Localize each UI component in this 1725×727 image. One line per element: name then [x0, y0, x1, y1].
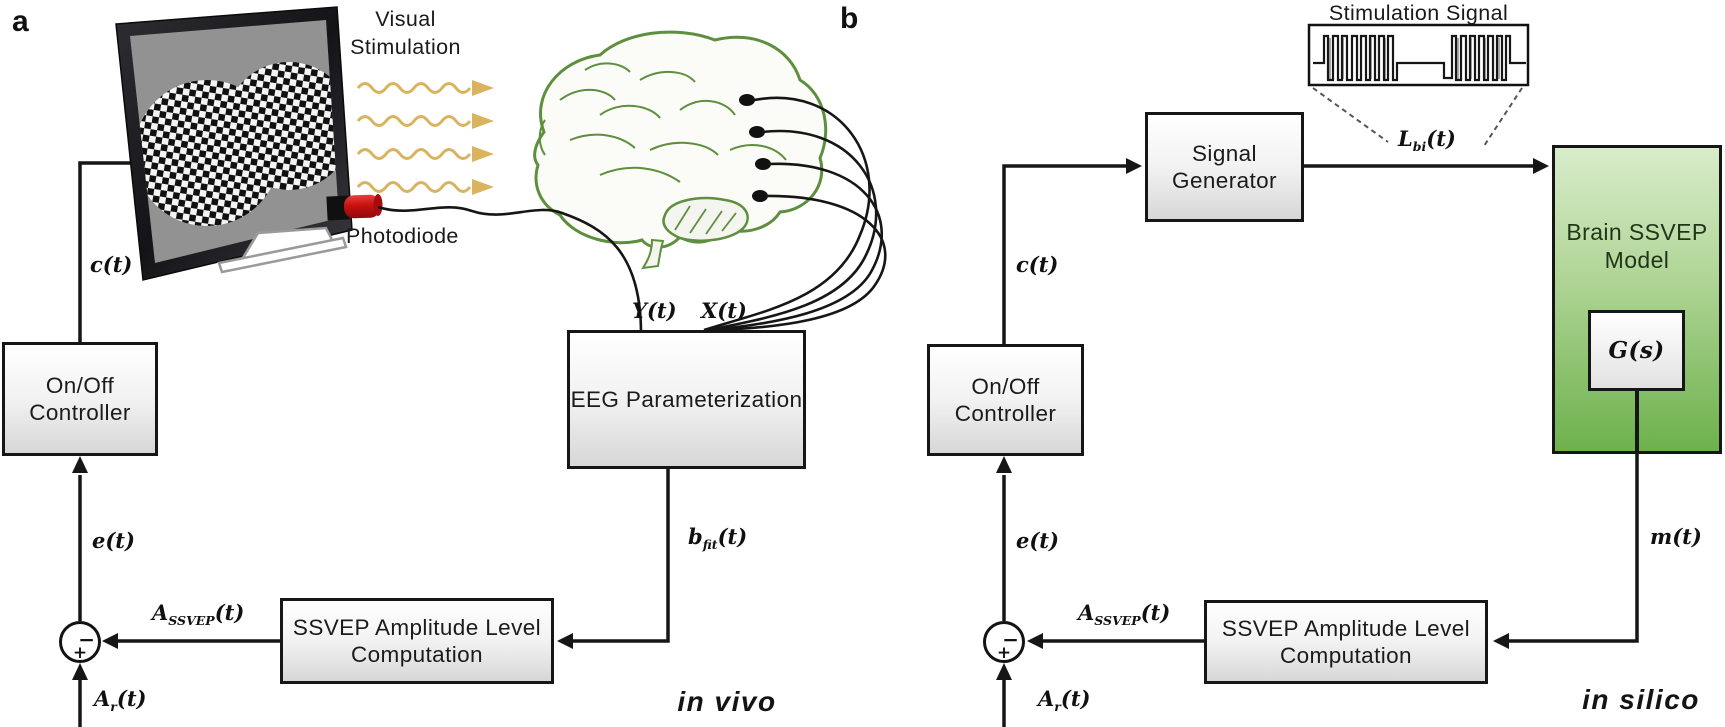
caption-in-silico: in silico [1582, 684, 1700, 715]
summation-junction-b: − + [983, 621, 1025, 663]
ar-args-b: (t) [1060, 686, 1091, 711]
wavy-arrow-group [356, 82, 472, 193]
stimulation-signal-title: Stimulation Signal [1328, 1, 1509, 25]
signal-lbi: Lbi(t) [1398, 126, 1456, 154]
signal-generator-label: Signal Generator [1172, 140, 1277, 193]
transfer-function-label: G(s) [1608, 337, 1665, 364]
plus-sign-b: + [996, 643, 1012, 663]
signal-assvep-b: ASSVEP(t) [1078, 600, 1170, 628]
brain-ssvep-model-box: Brain SSVEP Model G(s) [1552, 145, 1722, 454]
stimulation-waveform [1313, 34, 1526, 82]
ar-sub-a: r [110, 699, 117, 715]
signal-m: m(t) [1650, 524, 1702, 549]
plus-sign-a: + [72, 643, 88, 663]
signal-e-b: e(t) [1016, 528, 1059, 553]
ar-base-a: A [94, 686, 111, 711]
assvep-args-b: (t) [1140, 600, 1171, 625]
assvep-args-a: (t) [214, 600, 245, 625]
brain-illustration [377, 30, 887, 332]
signal-x: X(t) [701, 298, 747, 323]
assvep-base-a: A [152, 600, 169, 625]
electrode-wires [377, 96, 887, 332]
photodiode-icon [326, 194, 383, 221]
signal-y: Y(t) [632, 298, 677, 323]
transfer-function-box: G(s) [1588, 310, 1685, 391]
assvep-sub-a: SSVEP [168, 613, 215, 629]
bfit-arrow-a [571, 469, 670, 643]
onoff-controller-label-b: On/Off Controller [954, 373, 1057, 426]
summation-junction-a: − + [59, 621, 101, 663]
bfit-args: (t) [717, 524, 748, 549]
signal-assvep-a: ASSVEP(t) [152, 600, 244, 628]
panel-b-label: b [840, 2, 859, 35]
minus-sign-b: − [1002, 627, 1019, 652]
panel-a-label: a [12, 5, 29, 38]
cerebellum [662, 196, 749, 242]
eeg-parameterization-label: EEG Parameterization [570, 386, 803, 412]
eeg-parameterization-box: EEG Parameterization [567, 330, 806, 469]
caption-in-vivo: in vivo [677, 686, 777, 717]
electrodes [739, 94, 771, 202]
signal-bfit: bfit(t) [688, 524, 747, 552]
assvep-sub-b: SSVEP [1094, 613, 1141, 629]
wavy-arrowheads [472, 80, 494, 195]
checkerboard-stimulus [134, 62, 339, 226]
bfit-base: b [688, 524, 703, 549]
onoff-controller-box-b: On/Off Controller [927, 344, 1084, 456]
ssvep-computation-box-b: SSVEP Amplitude Level Computation [1204, 600, 1488, 684]
lbi-base: L [1398, 126, 1413, 151]
brain-ssvep-model-label: Brain SSVEP Model [1566, 219, 1708, 274]
waveform-ghost-bars [1329, 38, 1500, 79]
signal-ar-b: Ar(t) [1038, 686, 1090, 714]
minus-sign-a: − [78, 627, 95, 652]
ar-args-a: (t) [116, 686, 147, 711]
photodiode-label: Photodiode [346, 224, 459, 248]
model-output-line [1635, 391, 1639, 451]
brain-stem [641, 238, 665, 270]
lbi-args: (t) [1426, 126, 1456, 151]
ar-base-b: A [1038, 686, 1055, 711]
onoff-controller-box-a: On/Off Controller [2, 342, 158, 456]
ssvep-computation-box-a: SSVEP Amplitude Level Computation [280, 598, 554, 684]
lbi-sub: bi [1412, 139, 1427, 155]
visual-stimulation-label: Visual Stimulation [350, 7, 461, 59]
ssvep-computation-label-b: SSVEP Amplitude Level Computation [1221, 615, 1471, 668]
signal-generator-box: Signal Generator [1145, 112, 1304, 222]
onoff-controller-label-a: On/Off Controller [29, 372, 131, 425]
signal-e-a: e(t) [92, 528, 135, 553]
ar-sub-b: r [1054, 699, 1061, 715]
ssvep-computation-label-a: SSVEP Amplitude Level Computation [292, 614, 542, 667]
monitor-stand [217, 226, 348, 274]
m-arrow-b [1507, 451, 1639, 643]
bfit-sub: fit [702, 537, 718, 553]
signal-ar-a: Ar(t) [94, 686, 146, 714]
assvep-base-b: A [1078, 600, 1095, 625]
signal-c-b: c(t) [1016, 252, 1059, 277]
signal-c-a: c(t) [90, 252, 133, 277]
